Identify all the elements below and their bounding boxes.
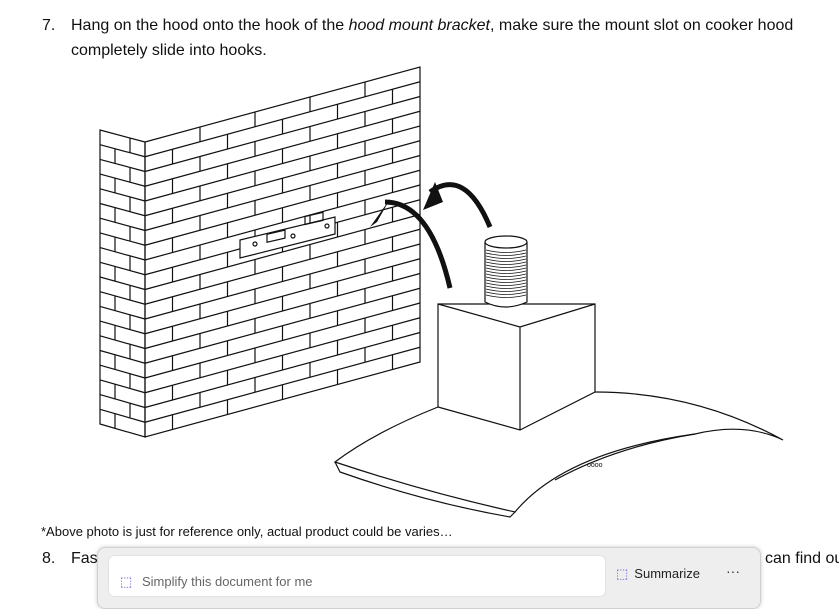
step-text: Fas [71, 550, 98, 567]
copilot-input[interactable]: ⬚ Simplify this document for me [108, 555, 606, 597]
mount-bracket [239, 211, 336, 259]
step-number: 7. [42, 17, 56, 34]
step-text-italic: hood mount bracket [348, 17, 490, 34]
brick-wall [99, 66, 421, 438]
svg-text:oooo: oooo [587, 462, 603, 469]
hood-installation-illustration: oooo [99, 66, 784, 518]
copilot-prompt-bar: ⬚ Simplify this document for me ⬚ Summari… [97, 547, 761, 609]
step-text-tail: can find ou [765, 550, 839, 567]
summarize-button[interactable]: ⬚ Summarize [616, 566, 700, 582]
step-text: Hang on the hood onto the hook of the ho… [71, 13, 839, 63]
step-number: 8. [42, 550, 56, 567]
cooker-hood: oooo [333, 235, 784, 518]
copilot-sparkle-icon: ⬚ [120, 574, 133, 589]
copilot-placeholder: Simplify this document for me [142, 574, 313, 589]
step-text-part: , make sure the mount slot on cooker hoo… [71, 17, 794, 59]
more-options-button[interactable]: ··· [726, 563, 740, 579]
summarize-icon: ⬚ [616, 566, 629, 581]
step-text-part: Hang on the hood onto the hook of the [71, 17, 349, 34]
reference-note: *Above photo is just for reference only,… [41, 524, 453, 539]
summarize-label: Summarize [634, 566, 701, 581]
